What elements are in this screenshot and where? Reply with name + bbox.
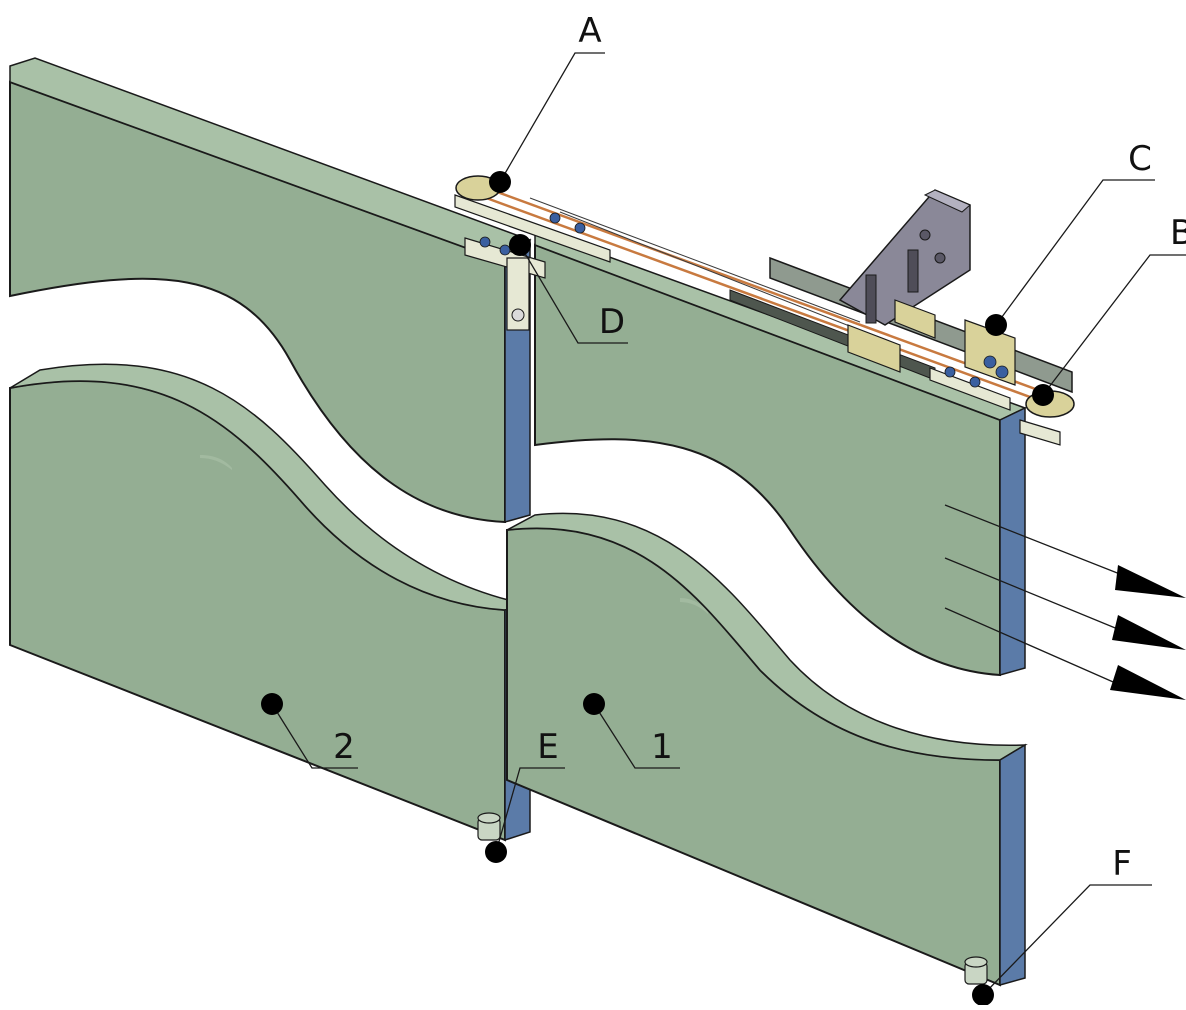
marker-F: [972, 984, 994, 1006]
marker-C: [985, 314, 1007, 336]
marker-2: [261, 693, 283, 715]
marker-1: [583, 693, 605, 715]
carriage-left: [847, 324, 901, 373]
callout-label-B: B: [1170, 213, 1186, 253]
panel-1-lower-edge: [999, 743, 1026, 986]
leader-D: [519, 244, 628, 344]
floor-guide-right: [964, 956, 988, 985]
callout-label-A: A: [578, 11, 601, 51]
floor-guide-left: [477, 812, 501, 841]
hanger-plate-left-top: [454, 194, 611, 263]
direction-arrow-icon: [1110, 665, 1186, 700]
leader-2: [271, 703, 358, 769]
leader-1: [593, 703, 680, 769]
carriage-middle: [894, 299, 936, 339]
callout-label-E: E: [537, 727, 558, 767]
panel-shading: [200, 455, 708, 614]
panel-1-upper: [534, 228, 1027, 677]
callout-markers: [261, 171, 1054, 1006]
hanger-plate-right: [929, 367, 1011, 411]
leader-A: [499, 52, 605, 183]
callout-label-1: 1: [651, 727, 673, 767]
marker-B: [1032, 384, 1054, 406]
opening-direction: [944, 504, 1186, 700]
leader-C: [995, 179, 1155, 326]
marker-D: [509, 234, 531, 256]
panel-1-upper-edge: [999, 406, 1026, 676]
callout-leaders: [271, 52, 1186, 996]
panel-2-upper-face: [9, 80, 506, 524]
hanger-plate-end: [1019, 419, 1061, 446]
callout-label-2: 2: [333, 727, 355, 767]
marker-A: [489, 171, 511, 193]
panel-1-upper-face: [534, 243, 1001, 677]
leader-E: [495, 767, 565, 853]
panel-1-lower: [506, 512, 1028, 987]
drive-cable-lower: [469, 190, 1061, 410]
wall-bracket: [838, 189, 971, 326]
floor-guides: [477, 812, 988, 985]
leader-F: [982, 884, 1152, 996]
direction-arrow-icon: [1115, 565, 1186, 598]
callout-label-D: D: [599, 302, 625, 342]
marker-E: [485, 841, 507, 863]
drive-cable-link: [529, 197, 881, 339]
callout-labels: A B C D E F 1 2: [333, 11, 1186, 884]
drive-cable-upper: [469, 180, 1061, 400]
hardware: [454, 175, 1075, 446]
callout-label-F: F: [1112, 844, 1132, 884]
bracket-gusset: [923, 189, 971, 213]
callout-label-C: C: [1128, 139, 1152, 179]
leader-B: [1042, 254, 1186, 396]
direction-arrow-icon: [1112, 615, 1186, 650]
